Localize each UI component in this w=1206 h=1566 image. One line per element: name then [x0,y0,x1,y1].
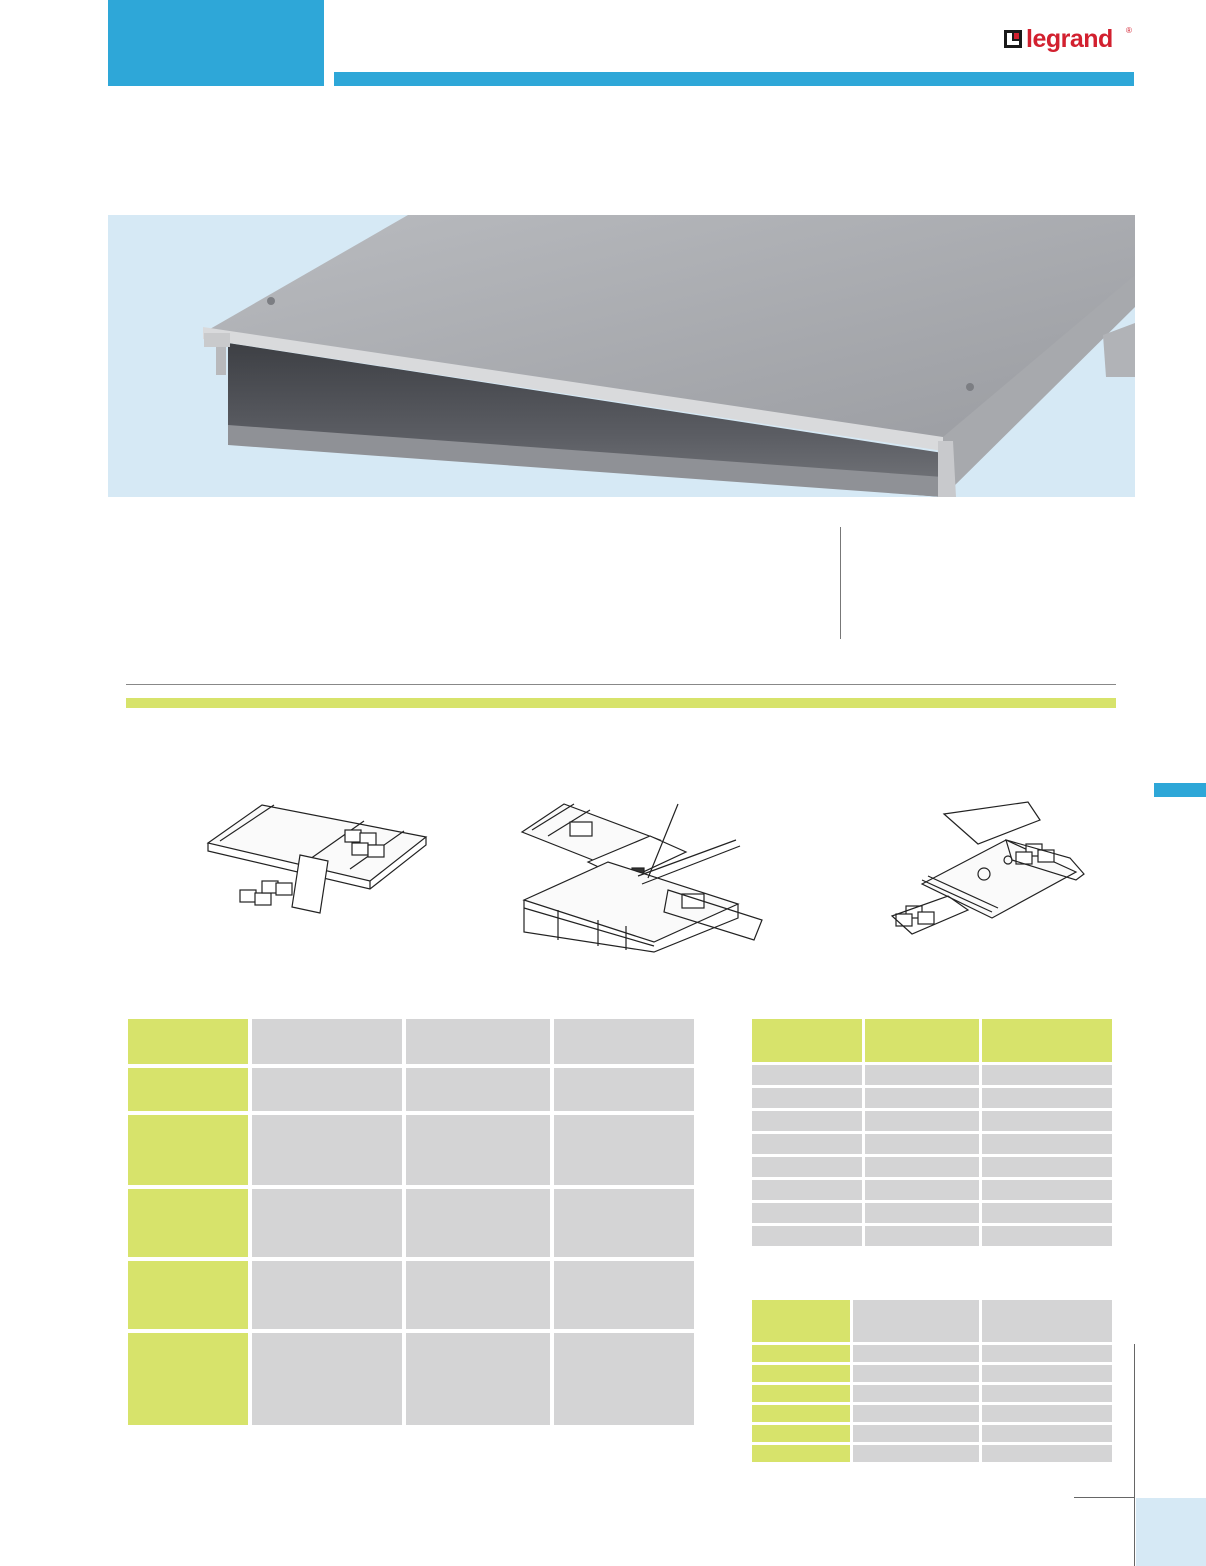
table-cell [406,1189,550,1257]
table-cell [982,1019,1112,1062]
table-cell [554,1189,694,1257]
table-row [128,1115,694,1185]
product-photo [108,215,1135,497]
table-cell [865,1019,979,1062]
table-cell [128,1333,248,1425]
cross-junction-illustration [520,803,763,953]
brand-name: legrand [1026,25,1113,53]
table-row [128,1068,694,1111]
table-row [128,1333,694,1425]
table-cell [406,1115,550,1185]
table-row [752,1405,1112,1422]
table-cell [252,1068,402,1111]
section-band [126,698,1116,708]
page-corner-line [1134,1344,1135,1566]
table-cell [752,1300,850,1342]
table-cell [554,1068,694,1111]
table-cell [406,1333,550,1425]
table-row [128,1189,694,1257]
brand-trademark: ® [1126,26,1132,35]
table-cell [406,1261,550,1329]
table-cell [252,1261,402,1329]
table-cell [554,1019,694,1064]
table-row [752,1134,1112,1154]
table-row [752,1425,1112,1442]
brand-logo: legrand ® [1004,24,1134,60]
table-header-row [752,1019,1112,1062]
column-divider [840,527,841,639]
table-row [128,1261,694,1329]
table-cell [252,1019,402,1064]
right-top-table [749,1016,1115,1249]
table-cell [128,1189,248,1257]
table-cell [554,1333,694,1425]
page-number-box [1136,1498,1206,1566]
table-row [752,1445,1112,1462]
straight-junction-illustration [206,804,428,914]
table-cell [982,1300,1112,1342]
side-tab [1154,783,1206,797]
table-row [752,1345,1112,1362]
table-cell [853,1300,979,1342]
table-cell [252,1333,402,1425]
table-cell [752,1019,862,1062]
table-cell [554,1115,694,1185]
table-row [752,1065,1112,1085]
table-row [752,1180,1112,1200]
table-cell [554,1261,694,1329]
table-row [752,1157,1112,1177]
section-rule [126,684,1116,685]
header-bar [334,72,1134,86]
table-row [752,1111,1112,1131]
table-cell [406,1068,550,1111]
table-cell [128,1019,248,1064]
table-header-row [128,1019,694,1064]
table-cell [128,1068,248,1111]
table-cell [406,1019,550,1064]
table-cell [252,1189,402,1257]
table-row [752,1365,1112,1382]
legrand-mark-icon [1004,30,1022,48]
junction-box-illustration [890,801,1085,935]
page-corner-line [1074,1497,1134,1498]
table-cell [252,1115,402,1185]
table-row [752,1226,1112,1246]
table-cell [128,1115,248,1185]
table-row [752,1203,1112,1223]
table-row [752,1385,1112,1402]
section-corner-tab [108,0,324,86]
main-spec-table [124,1015,698,1429]
table-header-row [752,1300,1112,1342]
table-row [752,1088,1112,1108]
right-bottom-table [749,1297,1115,1465]
table-cell [128,1261,248,1329]
